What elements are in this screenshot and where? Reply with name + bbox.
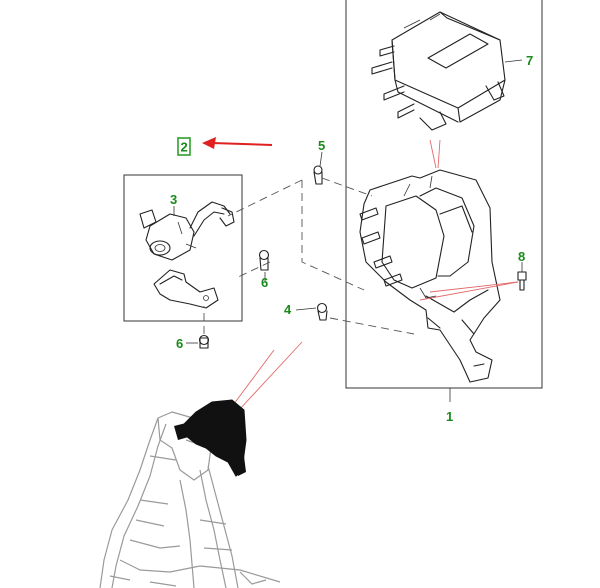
- assembly-line-d: [321, 177, 373, 197]
- callout-6-upper[interactable]: 6: [261, 275, 268, 290]
- assembly-frame-1: [345, 0, 543, 389]
- callout-2-box: [177, 137, 191, 156]
- callout-8[interactable]: 8: [518, 249, 525, 264]
- assembly-line-b: [301, 180, 365, 291]
- bracket-part-1: [359, 169, 501, 383]
- screw-part-4: [316, 302, 328, 321]
- highlighted-canister: [183, 399, 247, 477]
- leader-7: [504, 59, 523, 63]
- assembly-line-e: [329, 317, 415, 335]
- screw-part-6-upper: [258, 249, 270, 271]
- callout-6-lower[interactable]: 6: [176, 336, 183, 351]
- leader-5: [319, 151, 323, 167]
- canister-part-7: [371, 11, 506, 131]
- callout-4[interactable]: 4: [284, 302, 292, 317]
- screw-part-8: [517, 271, 527, 291]
- callout-5[interactable]: 5: [318, 138, 325, 153]
- location-leader-7: [429, 139, 441, 169]
- callout-1[interactable]: 1: [446, 409, 453, 424]
- callout-7[interactable]: 7: [526, 53, 533, 68]
- valve-bracket: [153, 269, 219, 309]
- indicator-arrow: [202, 137, 273, 149]
- vehicle-location-view: [99, 399, 281, 588]
- callout-3[interactable]: 3: [170, 192, 177, 207]
- screw-part-6-lower: [198, 334, 210, 349]
- assembly-frame-2: [123, 174, 243, 322]
- location-leader-8: [419, 281, 519, 301]
- valve-part-3: [139, 201, 235, 261]
- screw-part-5: [313, 165, 323, 185]
- assembly-line-c: [235, 261, 271, 279]
- leader-4: [295, 307, 317, 311]
- callout-2-group[interactable]: 2: [177, 137, 191, 156]
- callout-2[interactable]: 2: [181, 140, 188, 155]
- assembly-line-a: [227, 179, 303, 217]
